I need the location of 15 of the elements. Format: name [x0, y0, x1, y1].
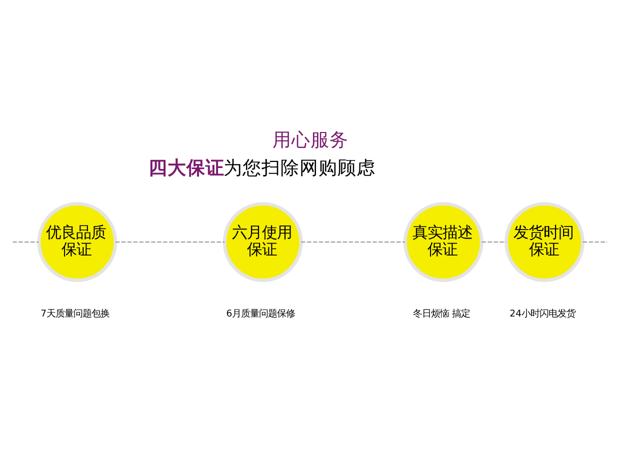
connector: [300, 241, 406, 242]
node-label: 冬日烦恼 搞定: [413, 308, 470, 320]
connector: [582, 241, 608, 242]
connector: [115, 241, 226, 242]
node-circle: 优良品质保证: [37, 202, 118, 282]
label: 四大保证为您扫除网购顾虑: [148, 157, 376, 178]
node-circle: 发货时间保证: [504, 202, 584, 282]
node-label: 24小时闪电发货: [510, 308, 576, 320]
node-circle: 六月使用保证: [222, 202, 303, 282]
node-label: 6月质量问题保修: [226, 308, 296, 320]
connector: [12, 241, 40, 242]
node-label: 7天质量问题包换: [40, 308, 110, 320]
node-circle: 真实描述保证: [403, 202, 484, 282]
connector: [481, 241, 506, 242]
diagram-title: 用心服务: [272, 129, 349, 150]
